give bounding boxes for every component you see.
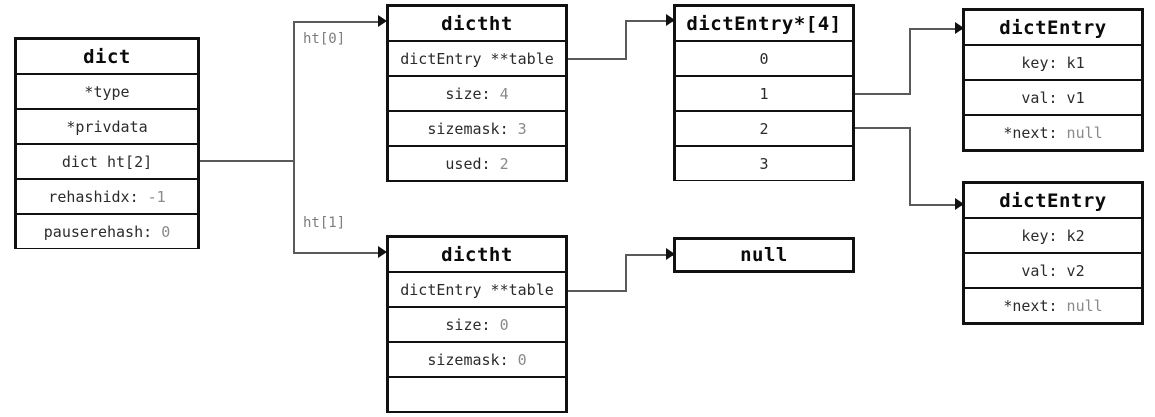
node-dictht-0-row-used: used: 2 [389,145,565,180]
node-dictht-1-size-value: 0 [499,315,509,334]
connector-bucket1-out [855,93,911,95]
node-entry-2-key-value: k2 [1066,226,1085,245]
node-dict-pauserehash-value: 0 [161,222,171,241]
node-dictht-0-used-value: 2 [499,154,509,173]
connector-split-vertical [293,21,295,254]
node-dict-rehashidx-value: -1 [147,187,166,206]
node-dictht-1-row-table: dictEntry **table [389,271,565,306]
node-bucket-array: dictEntry*[4] 0 1 2 3 [673,4,855,181]
node-dict-pauserehash-label: pauserehash: [43,222,162,241]
node-entry-1-header: dictEntry [965,11,1141,44]
node-dictht-0-row-size: size: 4 [389,75,565,110]
node-entry-2-next-label: *next: [1003,296,1067,315]
node-entry-1-val-value: v1 [1066,88,1085,107]
node-dictht-1-row-sizemask: sizemask: 0 [389,341,565,376]
node-entry-2-val-value: v2 [1066,261,1085,280]
node-entry-1-row-next: *next: null [965,114,1141,149]
node-dictht-0-used-label: used: [445,154,500,173]
connector-split-to-dictht0 [293,21,383,23]
node-dictht-0-sizemask-label: sizemask: [427,119,518,138]
node-dict-rehashidx-label: rehashidx: [48,187,148,206]
node-dict-row-pauserehash: pauserehash: 0 [17,213,197,248]
connector-table0-to-array [625,20,673,22]
node-dictht-1-header: dictht [389,238,565,271]
node-bucket-array-row-3: 3 [676,145,852,180]
node-dictht-0-sizemask-value: 3 [517,119,527,138]
node-dictht-0-size-value: 4 [499,84,509,103]
node-bucket-array-row-2: 2 [676,110,852,145]
node-entry-2-next-value: null [1066,296,1103,315]
node-dictht-0: dictht dictEntry **table size: 4 sizemas… [386,4,568,182]
node-entry-1-row-key: key: k1 [965,44,1141,79]
connector-split-to-dictht1 [293,252,383,254]
connector-dict-to-split [200,160,295,162]
node-dict-row-privdata: *privdata [17,108,197,143]
node-entry-1-row-val: val: v1 [965,79,1141,114]
connector-table0-riser [625,20,627,60]
node-dict-row-rehashidx: rehashidx: -1 [17,178,197,213]
arrow-to-dictht0 [378,15,387,27]
node-null-table-header: null [676,240,852,270]
node-entry-1-key-label: key: [1021,53,1067,72]
node-dictht-0-row-sizemask: sizemask: 3 [389,110,565,145]
node-dict: dict *type *privdata dict ht[2] rehashid… [14,37,200,249]
connector-table1-out [568,290,627,292]
node-bucket-array-row-1: 1 [676,75,852,110]
node-entry-1-key-value: k1 [1066,53,1085,72]
arrow-to-null [666,248,675,260]
node-entry-2-val-label: val: [1021,261,1067,280]
edge-label-ht1: ht[1] [303,215,346,231]
node-entry-2-row-key: key: k2 [965,217,1141,252]
connector-bucket2-to-entry2 [909,204,962,206]
node-entry-2-header: dictEntry [965,184,1141,217]
connector-bucket1-riser [909,28,911,95]
node-entry-2-key-label: key: [1021,226,1067,245]
connector-bucket2-riser [909,127,911,206]
node-dictht-1-row-clipped [389,376,565,411]
node-dict-header: dict [17,40,197,73]
node-entry-1-val-label: val: [1021,88,1067,107]
node-entry-2: dictEntry key: k2 val: v2 *next: null [962,181,1144,325]
node-entry-1-next-value: null [1066,123,1103,142]
connector-bucket2-out [855,127,911,129]
node-dictht-0-header: dictht [389,7,565,40]
edge-label-ht0: ht[0] [303,31,346,47]
arrow-to-dictht1 [378,246,387,258]
connector-table1-to-null [625,254,673,256]
connector-table1-riser [625,254,627,292]
connector-bucket1-to-entry1 [909,28,962,30]
node-dictht-1-sizemask-value: 0 [517,350,527,369]
node-null-table: null [673,237,855,273]
node-dictht-1: dictht dictEntry **table size: 0 sizemas… [386,235,568,413]
node-dictht-1-row-size: size: 0 [389,306,565,341]
node-dictht-0-row-table: dictEntry **table [389,40,565,75]
node-dictht-1-sizemask-label: sizemask: [427,350,518,369]
node-dict-row-ht: dict ht[2] [17,143,197,178]
connector-table0-out [568,58,627,60]
node-bucket-array-row-0: 0 [676,40,852,75]
node-entry-1: dictEntry key: k1 val: v1 *next: null [962,8,1144,152]
arrow-to-entry1 [955,22,964,34]
node-dictht-0-size-label: size: [445,84,500,103]
node-dictht-1-size-label: size: [445,315,500,334]
node-entry-1-next-label: *next: [1003,123,1067,142]
node-bucket-array-header: dictEntry*[4] [676,7,852,40]
node-entry-2-row-next: *next: null [965,287,1141,322]
node-dict-row-type: *type [17,73,197,108]
arrow-to-entry2 [955,198,964,210]
arrow-to-bucket-array [666,14,675,26]
node-entry-2-row-val: val: v2 [965,252,1141,287]
